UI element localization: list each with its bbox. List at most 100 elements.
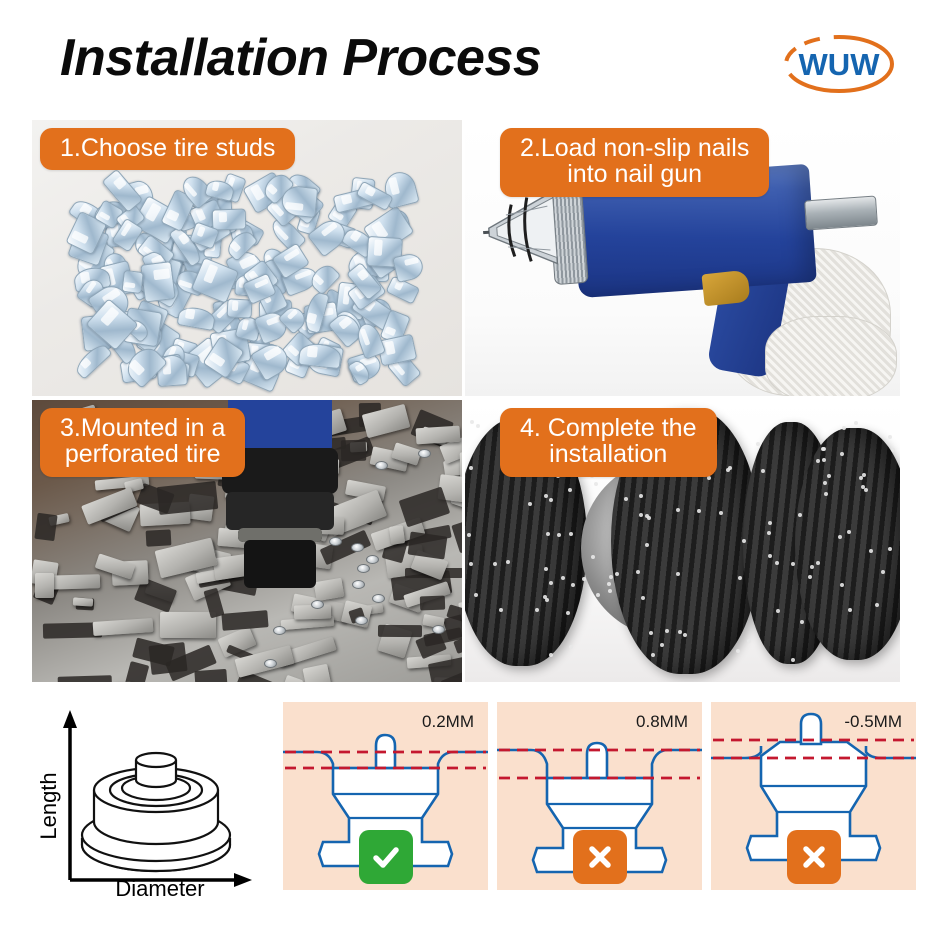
- stud-depth-diagram: [283, 702, 488, 890]
- step-1-label: 1.Choose tire studs: [40, 128, 296, 171]
- tire-stud-speck-art: [614, 572, 619, 577]
- tire-stud-speck-art: [846, 529, 851, 534]
- step-2-label: 2.Load non-slip nails into nail gun: [500, 128, 770, 197]
- tire-stud-speck-art: [821, 447, 826, 452]
- tire-stud-speck-art: [775, 609, 780, 614]
- tire-stud-speck-art: [840, 582, 845, 587]
- tire-stud-speck-art: [546, 531, 551, 536]
- tire-stud-speck-art: [874, 602, 879, 607]
- spec-panel-minus-0-5mm: -0.5MM: [711, 702, 916, 890]
- dimension-diagram: Length Diameter: [28, 698, 278, 898]
- tire-stud-speck-art: [505, 560, 510, 564]
- tire-stud-speck-art: [565, 610, 570, 615]
- diameter-axis-arrow: [234, 873, 252, 887]
- tire-stud-speck-art: [815, 561, 820, 566]
- tire-stud-speck-art: [823, 492, 828, 497]
- tread-block-art: [145, 528, 172, 546]
- tread-block-art: [389, 525, 406, 545]
- tire-stud-speck-art: [742, 539, 747, 544]
- tire-stud-speck-art: [822, 458, 827, 463]
- installed-stud-art: [263, 658, 277, 668]
- tread-block-art: [159, 611, 216, 639]
- tire-stud-speck-art: [746, 638, 751, 643]
- tread-block-art: [302, 664, 333, 682]
- tread-block-art: [92, 618, 154, 637]
- spec-panel-0-8mm: 0.8MM: [497, 702, 702, 890]
- tire-stud-speck-art: [467, 532, 472, 537]
- tire-stud-speck-art: [842, 426, 847, 431]
- length-axis-arrow: [63, 710, 77, 728]
- tire-art: [611, 408, 761, 674]
- stud-art: [392, 250, 426, 283]
- tire-stud-speck-art: [861, 472, 866, 477]
- installed-stud-art: [371, 593, 385, 603]
- tire-stud-speck-art: [768, 521, 773, 526]
- gun-air-inlet-art: [804, 195, 878, 231]
- tread-block-art: [34, 573, 54, 599]
- diameter-axis-label: Diameter: [115, 876, 204, 898]
- tire-stud-speck-art: [639, 512, 644, 517]
- tire-stud-speck-art: [640, 595, 645, 600]
- tread-block-art: [73, 596, 95, 607]
- stud-art: [121, 269, 144, 294]
- tire-stud-speck-art: [726, 468, 731, 473]
- tire-stud-speck-art: [768, 553, 773, 558]
- tire-stud-speck-art: [790, 562, 795, 567]
- tire-stud-speck-art: [755, 442, 760, 447]
- tire-stud-speck-art: [860, 484, 865, 489]
- installed-stud-art: [375, 460, 388, 470]
- verdict-check-icon: [358, 830, 413, 884]
- tire-stud-speck-art: [736, 649, 741, 654]
- verdict-cross-icon: [572, 830, 627, 884]
- installed-stud-art: [356, 564, 370, 574]
- tire-art: [795, 428, 900, 660]
- tire-stud-speck-art: [839, 451, 844, 456]
- tire-stud-speck-art: [476, 423, 481, 428]
- tire-stud-speck-art: [650, 652, 655, 657]
- tire-stud-speck-art: [543, 594, 548, 599]
- tire-stud-speck-art: [848, 607, 853, 612]
- length-axis-label: Length: [36, 772, 61, 839]
- tire-stud-speck-art: [816, 458, 821, 463]
- wuw-brand-logo: WUW: [781, 33, 897, 95]
- installed-stud-art: [329, 536, 343, 546]
- tire-stud-speck-art: [493, 561, 498, 566]
- step-1-photo-cell: 1.Choose tire studs: [32, 120, 462, 396]
- tire-stud-speck-art: [800, 620, 805, 625]
- tire-stud-speck-art: [660, 643, 665, 648]
- tire-stud-speck-art: [528, 502, 533, 507]
- tire-stud-speck-art: [596, 592, 601, 597]
- tire-stud-speck-art: [887, 435, 892, 440]
- tire-stud-speck-art: [738, 575, 742, 580]
- tire-stud-speck-art: [590, 555, 595, 560]
- tire-stud-speck-art: [707, 476, 712, 480]
- stud-pin-art: [134, 751, 178, 769]
- stud-art: [176, 304, 216, 331]
- installed-stud-art: [350, 542, 364, 552]
- step-4-photo-cell: 4. Complete the installation: [465, 400, 900, 682]
- stud-depth-diagram: [497, 702, 702, 890]
- page-title: Installation Process: [60, 29, 542, 87]
- stud-depth-diagram: [711, 702, 916, 890]
- tire-stud-speck-art: [810, 564, 815, 569]
- installation-steps-grid: 1.Choose tire studs: [32, 120, 900, 682]
- tire-stud-speck-art: [468, 465, 473, 470]
- tire-stud-speck-art: [864, 488, 869, 493]
- installed-stud-art: [310, 600, 324, 610]
- tire-stud-speck-art: [624, 496, 629, 501]
- tire-stud-speck-art: [608, 588, 613, 593]
- gun-trigger-art: [701, 269, 751, 307]
- tire-stud-speck-art: [767, 531, 772, 536]
- tire-stud-speck-art: [647, 516, 652, 521]
- tire-stud-speck-art: [545, 597, 550, 602]
- tire-stud-speck-art: [798, 513, 803, 518]
- spec-measurement-label: -0.5MM: [844, 712, 902, 731]
- tire-stud-speck-art: [675, 507, 680, 512]
- tread-block-art: [221, 609, 269, 631]
- gun-nose-on-tire-art: [182, 400, 378, 600]
- tire-stud-speck-art: [719, 510, 724, 515]
- tire-stud-speck-art: [567, 488, 572, 493]
- stud-art: [140, 261, 177, 303]
- tire-stud-speck-art: [636, 569, 641, 574]
- tire-stud-speck-art: [593, 481, 598, 486]
